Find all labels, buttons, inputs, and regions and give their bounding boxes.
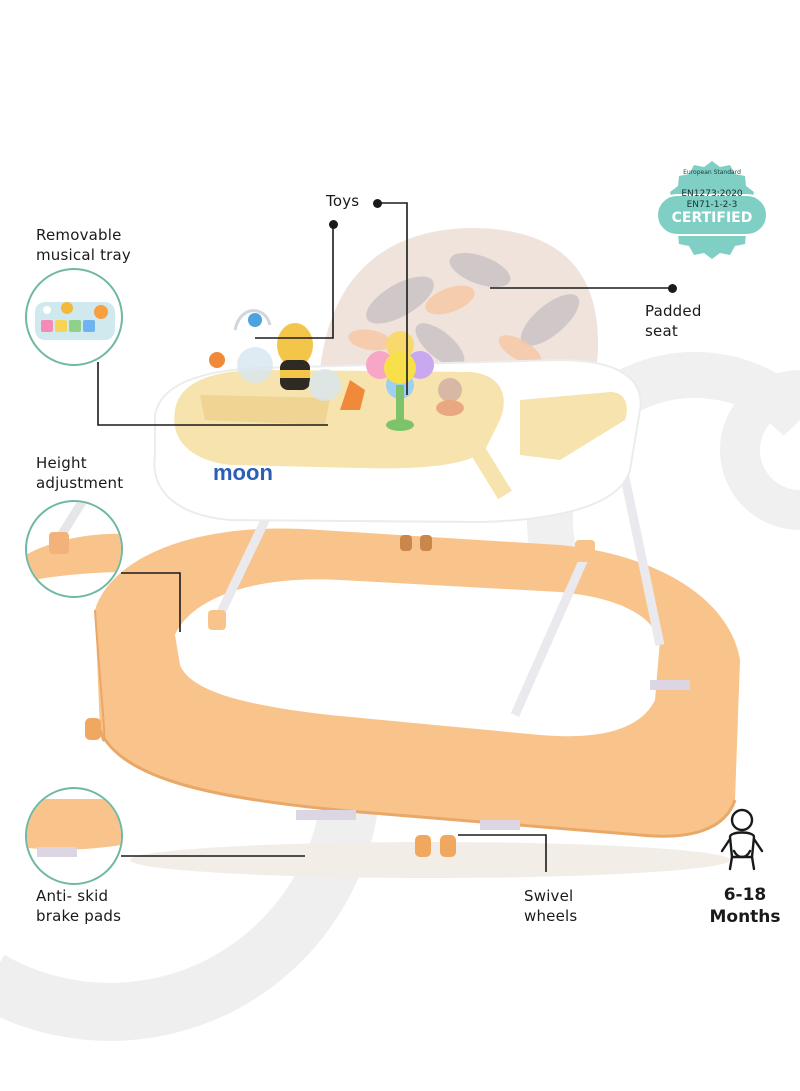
tray-detail-inset	[25, 268, 123, 366]
toys-dot	[373, 199, 382, 208]
certification-badge: European Standard EN1273:2020 EN71-1-2-3…	[653, 157, 771, 275]
brand-logo: moon	[213, 460, 273, 485]
height-detail-inset	[25, 500, 123, 598]
brakes-label: Anti- skid brake pads	[36, 887, 122, 925]
age-range: 6-18	[723, 885, 767, 905]
seat-dot	[668, 284, 677, 293]
brakes-detail-inset	[25, 787, 123, 885]
tray-label: Removable musical tray	[36, 226, 131, 264]
badge-line2: EN71-1-2-3	[686, 200, 738, 210]
wheels-label: Swivel wheels	[524, 887, 578, 925]
age-unit: Months	[709, 907, 781, 927]
baby-icon	[718, 807, 766, 873]
seat-label: Padded seat	[645, 302, 702, 340]
badge-line1: EN1273:2020	[681, 189, 743, 199]
toys-label: Toys	[326, 192, 360, 210]
tray-dot	[329, 220, 338, 229]
height-label: Height adjustment	[36, 454, 124, 492]
badge-certified: CERTIFIED	[671, 210, 753, 226]
badge-arc-text: European Standard	[683, 169, 741, 176]
